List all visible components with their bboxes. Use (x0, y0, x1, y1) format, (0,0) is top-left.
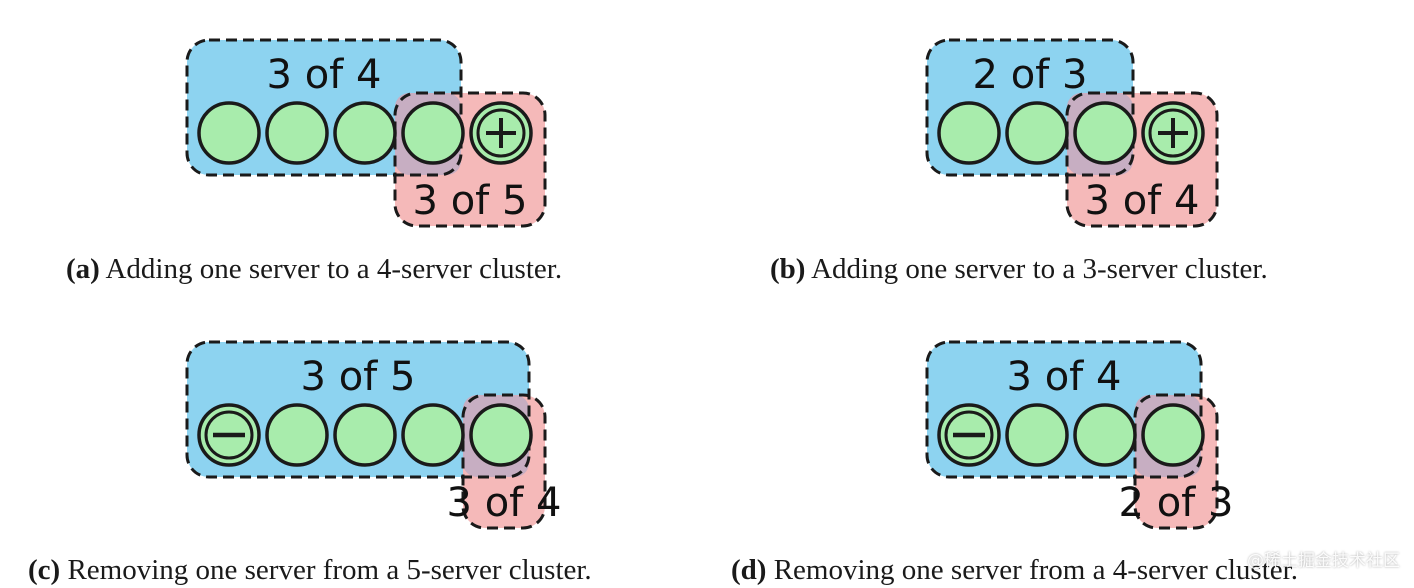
inner-ring (944, 410, 994, 460)
caption-d-tag: (d) (731, 554, 767, 586)
caption-a-text: Adding one server to a 4-server cluster. (105, 253, 563, 285)
panel-c: 3 of 5 3 of 4 (185, 340, 562, 530)
new-config-label: 3 of 5 (413, 178, 528, 224)
caption-b-tag: (b) (770, 253, 806, 285)
caption-b: (b) Adding one server to a 3-server clus… (770, 255, 1268, 284)
server-node (197, 101, 261, 165)
added-server (469, 101, 533, 165)
caption-d-text: Removing one server from a 4-server clus… (773, 554, 1298, 586)
server-node (401, 403, 465, 467)
server-node (265, 101, 329, 165)
server-circle (333, 101, 397, 165)
panel-a: 3 of 4 3 of 5 (185, 38, 547, 228)
caption-a: (a) Adding one server to a 4-server clus… (66, 255, 562, 284)
server-circle (197, 101, 261, 165)
server-circle (937, 101, 1001, 165)
old-config-label: 3 of 4 (1007, 354, 1122, 400)
removed-server (937, 403, 1001, 467)
server-circle (1005, 403, 1069, 467)
new-config-outline (393, 91, 547, 228)
caption-d: (d) Removing one server from a 4-server … (731, 556, 1298, 585)
panel-d: 3 of 4 2 of 3 (925, 340, 1234, 530)
new-config-outline (461, 393, 547, 530)
old-config-label: 3 of 4 (267, 52, 382, 98)
server-node (401, 101, 465, 165)
server-node (1005, 403, 1069, 467)
watermark: @稀土掘金技术社区 (1247, 551, 1400, 571)
server-circle (1141, 403, 1205, 467)
server-node (333, 403, 397, 467)
server-node (265, 403, 329, 467)
removed-server (197, 403, 261, 467)
server-node (1073, 403, 1137, 467)
server-circle (1005, 101, 1069, 165)
old-config-outline (185, 38, 463, 177)
added-server (1141, 101, 1205, 165)
server-node (937, 101, 1001, 165)
new-config-label: 3 of 4 (447, 480, 562, 526)
server-node (333, 101, 397, 165)
inner-ring (1148, 108, 1198, 158)
server-circle (265, 403, 329, 467)
panel-b: 2 of 3 3 of 4 (925, 38, 1219, 228)
new-config-label: 2 of 3 (1119, 480, 1234, 526)
server-node (1141, 403, 1205, 467)
old-config-label: 2 of 3 (973, 52, 1088, 98)
caption-c: (c) Removing one server from a 5-server … (28, 556, 592, 585)
new-config-label: 3 of 4 (1085, 178, 1200, 224)
caption-c-tag: (c) (28, 554, 61, 586)
server-node (1073, 101, 1137, 165)
caption-c-text: Removing one server from a 5-server clus… (67, 554, 592, 586)
server-circle (333, 403, 397, 467)
old-config-label: 3 of 5 (301, 354, 416, 400)
caption-a-tag: (a) (66, 253, 100, 285)
caption-b-text: Adding one server to a 3-server cluster. (811, 253, 1268, 285)
inner-ring (204, 410, 254, 460)
server-circle (401, 101, 465, 165)
server-circle (1073, 101, 1137, 165)
server-node (469, 403, 533, 467)
server-circle (1073, 403, 1137, 467)
server-circle (401, 403, 465, 467)
old-config-outline (185, 340, 531, 479)
old-config-outline (925, 38, 1135, 177)
server-circle (469, 403, 533, 467)
old-config-outline (925, 340, 1203, 479)
new-config-outline (1133, 393, 1219, 530)
server-circle (265, 101, 329, 165)
new-config-outline (1065, 91, 1219, 228)
server-node (1005, 101, 1069, 165)
inner-ring (476, 108, 526, 158)
